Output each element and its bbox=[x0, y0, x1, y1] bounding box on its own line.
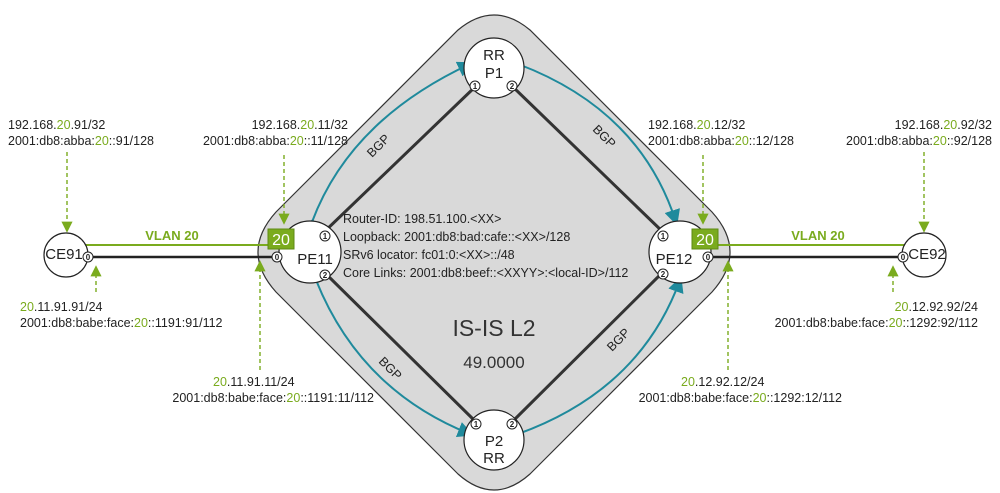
port-number: 0 bbox=[706, 253, 711, 262]
ports: 1 2 1 2 0 1 2 0 1 2 0 0 bbox=[82, 80, 909, 430]
port-number: 1 bbox=[661, 232, 666, 241]
port-number: 1 bbox=[323, 232, 328, 241]
isis-area-id: 49.0000 bbox=[463, 353, 524, 372]
ce91-interface-v4: 20.11.91.91/24 bbox=[20, 300, 103, 314]
core-links-addressing: Core Links: 2001:db8:beef::<XXYY>:<local… bbox=[343, 266, 628, 280]
router-name: P1 bbox=[485, 65, 503, 82]
loopback: Loopback: 2001:db8:bad:cafe::<XX>/128 bbox=[343, 230, 570, 244]
bgp-p2-pe12 bbox=[503, 276, 684, 446]
bgp-sessions bbox=[300, 52, 684, 446]
port-number: 0 bbox=[86, 253, 91, 262]
router-name: PE11 bbox=[297, 251, 333, 268]
router-info: Router-ID: 198.51.100.<XX> Loopback: 200… bbox=[343, 212, 628, 280]
ce91-loopback-v6: 2001:db8:abba:20::91/128 bbox=[8, 134, 154, 148]
router-name: CE92 bbox=[908, 246, 946, 263]
router-ce92[interactable]: CE92 bbox=[901, 232, 947, 278]
ce92-interface-v6: 2001:db8:babe:face:20::1292:92/112 bbox=[775, 316, 978, 330]
vlan-badge: 20 bbox=[696, 232, 714, 249]
ce91-loopback-v4: 192.168.20.91/32 bbox=[8, 118, 105, 132]
router-role: RR bbox=[483, 450, 505, 467]
pe12-interface-v6: 2001:db8:babe:face:20::1292:12/112 bbox=[639, 391, 842, 405]
bgp-pe11-p1 bbox=[300, 61, 474, 237]
router-ce91[interactable]: CE91 bbox=[43, 232, 89, 278]
pe11-interface-v6: 2001:db8:babe:face:20::1191:11/112 bbox=[172, 391, 374, 405]
pe12-loopback-v6: 2001:db8:abba:20::12/128 bbox=[648, 134, 794, 148]
router-pe12[interactable]: PE12 20 bbox=[648, 220, 719, 284]
srv6-locator: SRv6 locator: fc01:0:<XX>::/48 bbox=[343, 248, 515, 262]
ce91-interface-v6: 2001:db8:babe:face:20::1191:91/112 bbox=[20, 316, 223, 330]
router-p2[interactable]: P2 RR bbox=[463, 409, 525, 471]
pe11-loopback-v4: 192.168.20.11/32 bbox=[252, 118, 348, 132]
port-number: 2 bbox=[510, 420, 515, 429]
port-number: 0 bbox=[901, 253, 906, 262]
vlan-badge: 20 bbox=[272, 232, 290, 249]
router-name: PE12 bbox=[656, 251, 693, 268]
address-pointers bbox=[61, 152, 930, 370]
ce92-loopback-v6: 2001:db8:abba:20::92/128 bbox=[846, 134, 992, 148]
port-number: 2 bbox=[661, 270, 666, 279]
pe12-interface-v4: 20.12.92.12/24 bbox=[681, 375, 764, 389]
bgp-p1-pe12 bbox=[503, 52, 680, 226]
port-number: 1 bbox=[474, 420, 479, 429]
router-name: P2 bbox=[485, 433, 503, 450]
router-name: CE91 bbox=[45, 246, 83, 263]
router-role: RR bbox=[483, 47, 505, 64]
pe12-loopback-v4: 192.168.20.12/32 bbox=[648, 118, 745, 132]
address-labels: 192.168.20.91/32 2001:db8:abba:20::91/12… bbox=[8, 118, 992, 405]
vlan-label: VLAN 20 bbox=[791, 228, 844, 243]
pe11-interface-v4: 20.11.91.11/24 bbox=[213, 375, 295, 389]
vlan-label: VLAN 20 bbox=[145, 228, 198, 243]
bgp-pe11-p2 bbox=[304, 265, 474, 437]
ce92-loopback-v4: 192.168.20.92/32 bbox=[895, 118, 992, 132]
port-number: 2 bbox=[323, 271, 328, 280]
router-id: Router-ID: 198.51.100.<XX> bbox=[343, 212, 501, 226]
port-number: 2 bbox=[510, 82, 515, 91]
pe11-loopback-v6: 2001:db8:abba:20::11/128 bbox=[203, 134, 348, 148]
ce92-interface-v4: 20.12.92.92/24 bbox=[895, 300, 978, 314]
port-number: 1 bbox=[473, 82, 478, 91]
port-number: 0 bbox=[275, 253, 280, 262]
isis-level: IS-IS L2 bbox=[452, 315, 535, 341]
